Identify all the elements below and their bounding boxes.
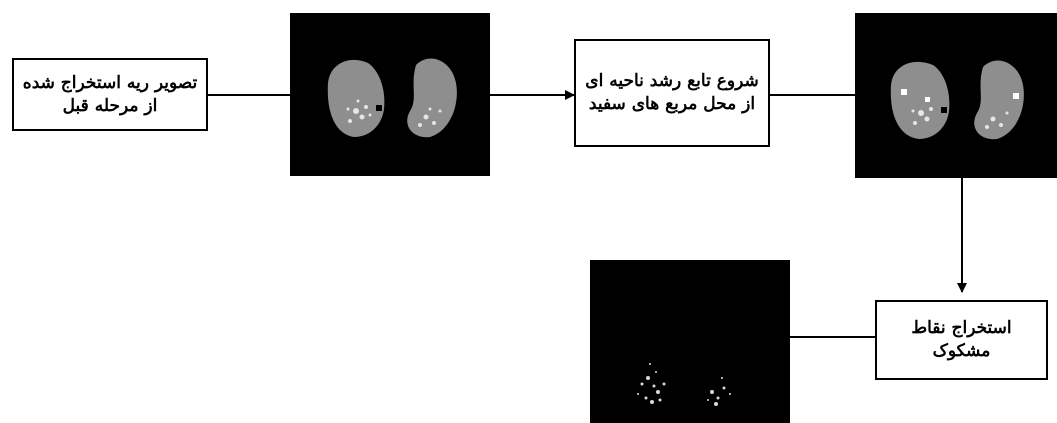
right-lung-shape bbox=[327, 59, 385, 137]
left-lung-vessels bbox=[418, 107, 442, 127]
lung-ct-image bbox=[290, 13, 490, 176]
extract-suspicious-box: استخراج نقاط مشکوک bbox=[875, 300, 1048, 380]
right-lung-shape bbox=[890, 61, 950, 139]
seed-square bbox=[925, 97, 930, 102]
lung-ct-seeds-image bbox=[855, 13, 1057, 178]
suspicious-points-graphic bbox=[637, 363, 731, 406]
seed-square bbox=[901, 89, 907, 95]
region-growing-label: شروع تابع رشد ناحیه ای از محل مربع های س… bbox=[585, 71, 759, 114]
left-lung-shape bbox=[974, 60, 1024, 140]
right-lung-vessels bbox=[911, 107, 933, 125]
mediastinum-marker bbox=[941, 107, 947, 113]
region-growing-box: شروع تابع رشد ناحیه ای از محل مربع های س… bbox=[574, 39, 770, 147]
extract-suspicious-label: استخراج نقاط مشکوک bbox=[911, 318, 1012, 361]
left-lung-shape bbox=[407, 58, 457, 138]
seed-squares bbox=[901, 89, 1019, 102]
seed-square bbox=[1013, 93, 1019, 99]
lung-ct-seeds-graphic bbox=[890, 60, 1024, 140]
lung-ct-graphic bbox=[327, 58, 457, 138]
extracted-lung-label: تصویر ریه استخراج شده از مرحله قبل bbox=[22, 72, 198, 116]
right-lung-vessels bbox=[346, 99, 372, 123]
extracted-lung-box: تصویر ریه استخراج شده از مرحله قبل bbox=[12, 58, 208, 131]
suspicious-points bbox=[637, 363, 731, 406]
mediastinum-marker bbox=[376, 105, 382, 111]
left-lung-vessels bbox=[985, 111, 1009, 129]
suspicious-points-image bbox=[590, 260, 790, 423]
